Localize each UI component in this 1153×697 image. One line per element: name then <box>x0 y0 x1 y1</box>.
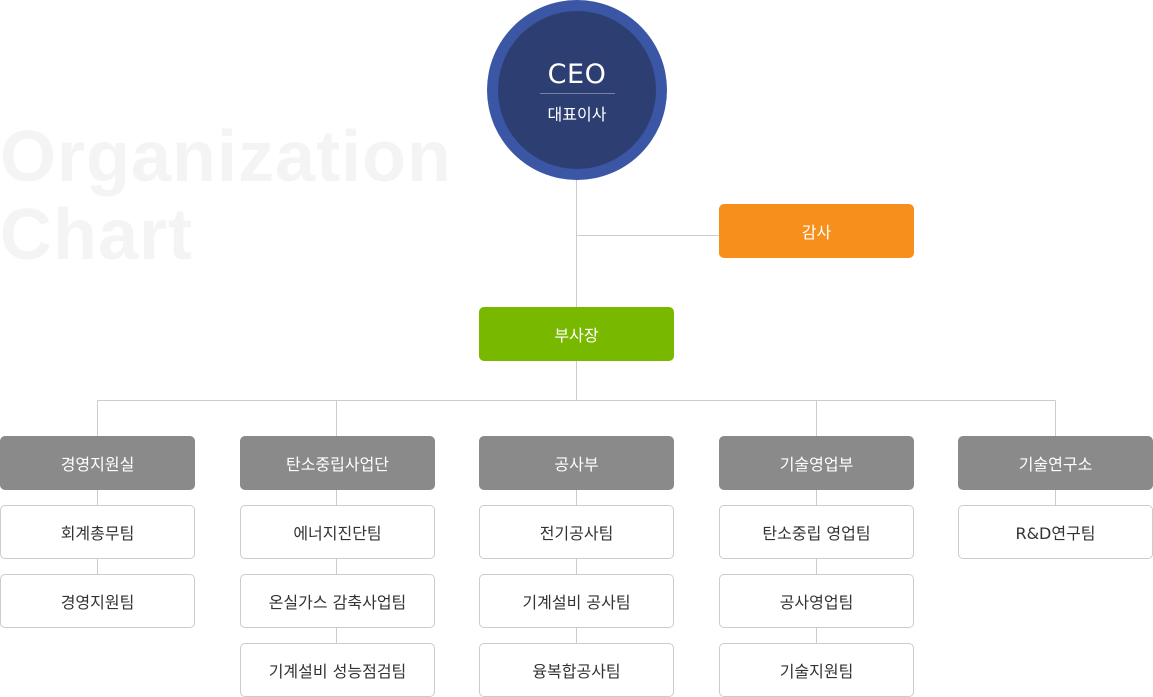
team-box: 회계총무팀 <box>0 505 195 559</box>
team-box: 온실가스 감축사업팀 <box>240 574 435 628</box>
team-box: 기계설비 공사팀 <box>479 574 674 628</box>
ceo-divider <box>540 93 615 94</box>
dept-box: 탄소중립사업단 <box>240 436 435 490</box>
dept-box: 공사부 <box>479 436 674 490</box>
team-box: 전기공사팀 <box>479 505 674 559</box>
ceo-subtitle: 대표이사 <box>547 105 607 124</box>
vice-president-box: 부사장 <box>479 307 674 361</box>
watermark-title: Organization Chart <box>0 117 453 275</box>
dept-box: 경영지원실 <box>0 436 195 490</box>
dept-box: 기술영업부 <box>719 436 914 490</box>
team-box: 탄소중립 영업팀 <box>719 505 914 559</box>
team-box: 기술지원팀 <box>719 643 914 697</box>
team-box: 융복합공사팀 <box>479 643 674 697</box>
ceo-title: CEO <box>547 59 607 90</box>
team-box: R&D연구팀 <box>958 505 1153 559</box>
team-box: 에너지진단팀 <box>240 505 435 559</box>
audit-box: 감사 <box>719 204 914 258</box>
team-box: 공사영업팀 <box>719 574 914 628</box>
dept-box: 기술연구소 <box>958 436 1153 490</box>
ceo-node: CEO 대표이사 <box>487 0 667 180</box>
team-box: 기계설비 성능점검팀 <box>240 643 435 697</box>
team-box: 경영지원팀 <box>0 574 195 628</box>
